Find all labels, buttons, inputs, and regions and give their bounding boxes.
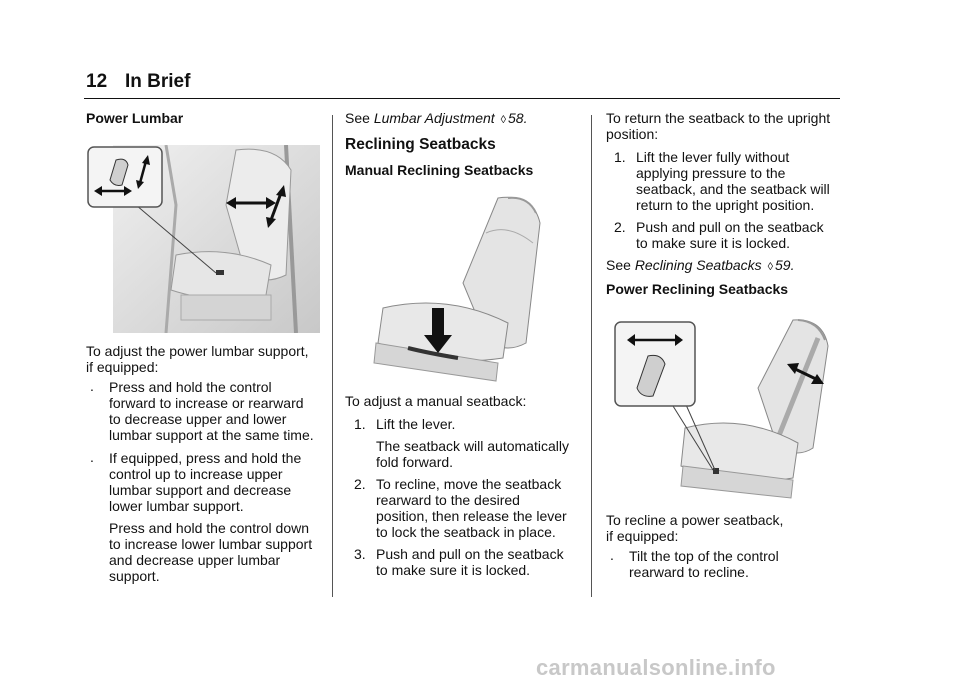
- section-title: In Brief: [125, 71, 191, 92]
- power-lumbar-heading: Power Lumbar: [86, 110, 184, 126]
- see-prefix: See: [345, 110, 370, 126]
- power-bullet-line-2: rearward to recline.: [629, 564, 749, 580]
- manual-step-2-line-3: position, then release the lever: [376, 508, 567, 524]
- bullet2-extra-line-2: to increase lower lumbar support: [109, 536, 313, 552]
- see-lumbar-reference: See Lumbar Adjustment ◊58.: [345, 110, 527, 128]
- return-step-1-line-1: Lift the lever fully without: [636, 149, 790, 165]
- manual-step-1-number: 1.: [354, 416, 366, 432]
- bullet1-line-1: Press and hold the control: [109, 379, 272, 395]
- manual-step-3-number: 3.: [354, 546, 366, 562]
- bullet2-extra-line-1: Press and hold the control down: [109, 520, 310, 536]
- manual-reclining-subheading: Manual Reclining Seatbacks: [345, 162, 534, 178]
- watermark: carmanualsonline.info: [536, 655, 776, 678]
- manual-step-1-extra-1: The seatback will automatically: [376, 438, 569, 454]
- power-lumbar-figure: [87, 145, 320, 333]
- return-step-2-number: 2.: [614, 219, 626, 235]
- manual-step-2-line-4: to lock the seatback in place.: [376, 524, 556, 540]
- reclining-seatbacks-heading: Reclining Seatbacks: [345, 136, 496, 153]
- see-page-number: 59.: [775, 257, 795, 273]
- manual-step-1-line-1: Lift the lever.: [376, 416, 456, 432]
- lumbar-adjustment-link[interactable]: Lumbar Adjustment: [373, 110, 495, 126]
- header-rule: [84, 98, 840, 99]
- column-divider-2: [591, 115, 592, 597]
- bullet-mark: .: [90, 449, 94, 465]
- power-reclining-figure: [614, 319, 829, 499]
- manual-step-2-line-2: rearward to the desired: [376, 492, 520, 508]
- return-step-2-line-2: to make sure it is locked.: [636, 235, 791, 251]
- manual-reclining-figure: [373, 196, 541, 382]
- return-step-1-line-2: applying pressure to the: [636, 165, 786, 181]
- reclining-seatbacks-link[interactable]: Reclining Seatbacks: [634, 257, 762, 273]
- lumbar-intro-line-2: if equipped:: [86, 359, 159, 375]
- return-intro-line-1: To return the seatback to the upright: [606, 110, 831, 126]
- return-intro-line-2: position:: [606, 126, 659, 142]
- bullet2-line-2: control up to increase upper: [109, 466, 283, 482]
- bullet1-line-4: lumbar support at the same time.: [109, 427, 314, 443]
- manual-step-1-extra-2: fold forward.: [376, 454, 454, 470]
- power-recline-intro-line-1: To recline a power seatback,: [606, 512, 784, 528]
- bullet2-extra-line-4: support.: [109, 568, 160, 584]
- bullet2-line-3: lumbar support and decrease: [109, 482, 292, 498]
- bullet2-line-4: lower lumbar support.: [109, 498, 244, 514]
- manual-step-2-line-1: To recline, move the seatback: [376, 476, 562, 492]
- lumbar-intro-line-1: To adjust the power lumbar support,: [86, 343, 309, 359]
- see-page-number: 58.: [508, 110, 528, 126]
- manual-step-3-line-1: Push and pull on the seatback: [376, 546, 564, 562]
- bullet2-line-1: If equipped, press and hold the: [109, 450, 302, 466]
- see-reclining-reference: See Reclining Seatbacks ◊59.: [606, 257, 794, 275]
- power-bullet-line-1: Tilt the top of the control: [629, 548, 779, 564]
- page-number: 12: [86, 71, 108, 92]
- bullet-mark: .: [90, 378, 94, 394]
- manual-step-2-number: 2.: [354, 476, 366, 492]
- page-reference-icon: ◊: [767, 261, 773, 273]
- manual-step-3-line-2: to make sure it is locked.: [376, 562, 531, 578]
- column-divider-1: [332, 115, 333, 597]
- power-recline-intro-line-2: if equipped:: [606, 528, 679, 544]
- power-reclining-subheading: Power Reclining Seatbacks: [606, 281, 789, 297]
- manual-intro: To adjust a manual seatback:: [345, 393, 527, 409]
- return-step-1-number: 1.: [614, 149, 626, 165]
- return-step-2-line-1: Push and pull on the seatback: [636, 219, 824, 235]
- return-step-1-line-4: return to the upright position.: [636, 197, 815, 213]
- bullet2-extra-line-3: and decrease upper lumbar: [109, 552, 281, 568]
- see-prefix: See: [606, 257, 631, 273]
- bullet1-line-2: forward to increase or rearward: [109, 395, 304, 411]
- return-step-1-line-3: seatback, and the seatback will: [636, 181, 830, 197]
- page-reference-icon: ◊: [500, 114, 507, 126]
- bullet-mark: .: [610, 547, 614, 563]
- bullet1-line-3: to decrease upper and lower: [109, 411, 287, 427]
